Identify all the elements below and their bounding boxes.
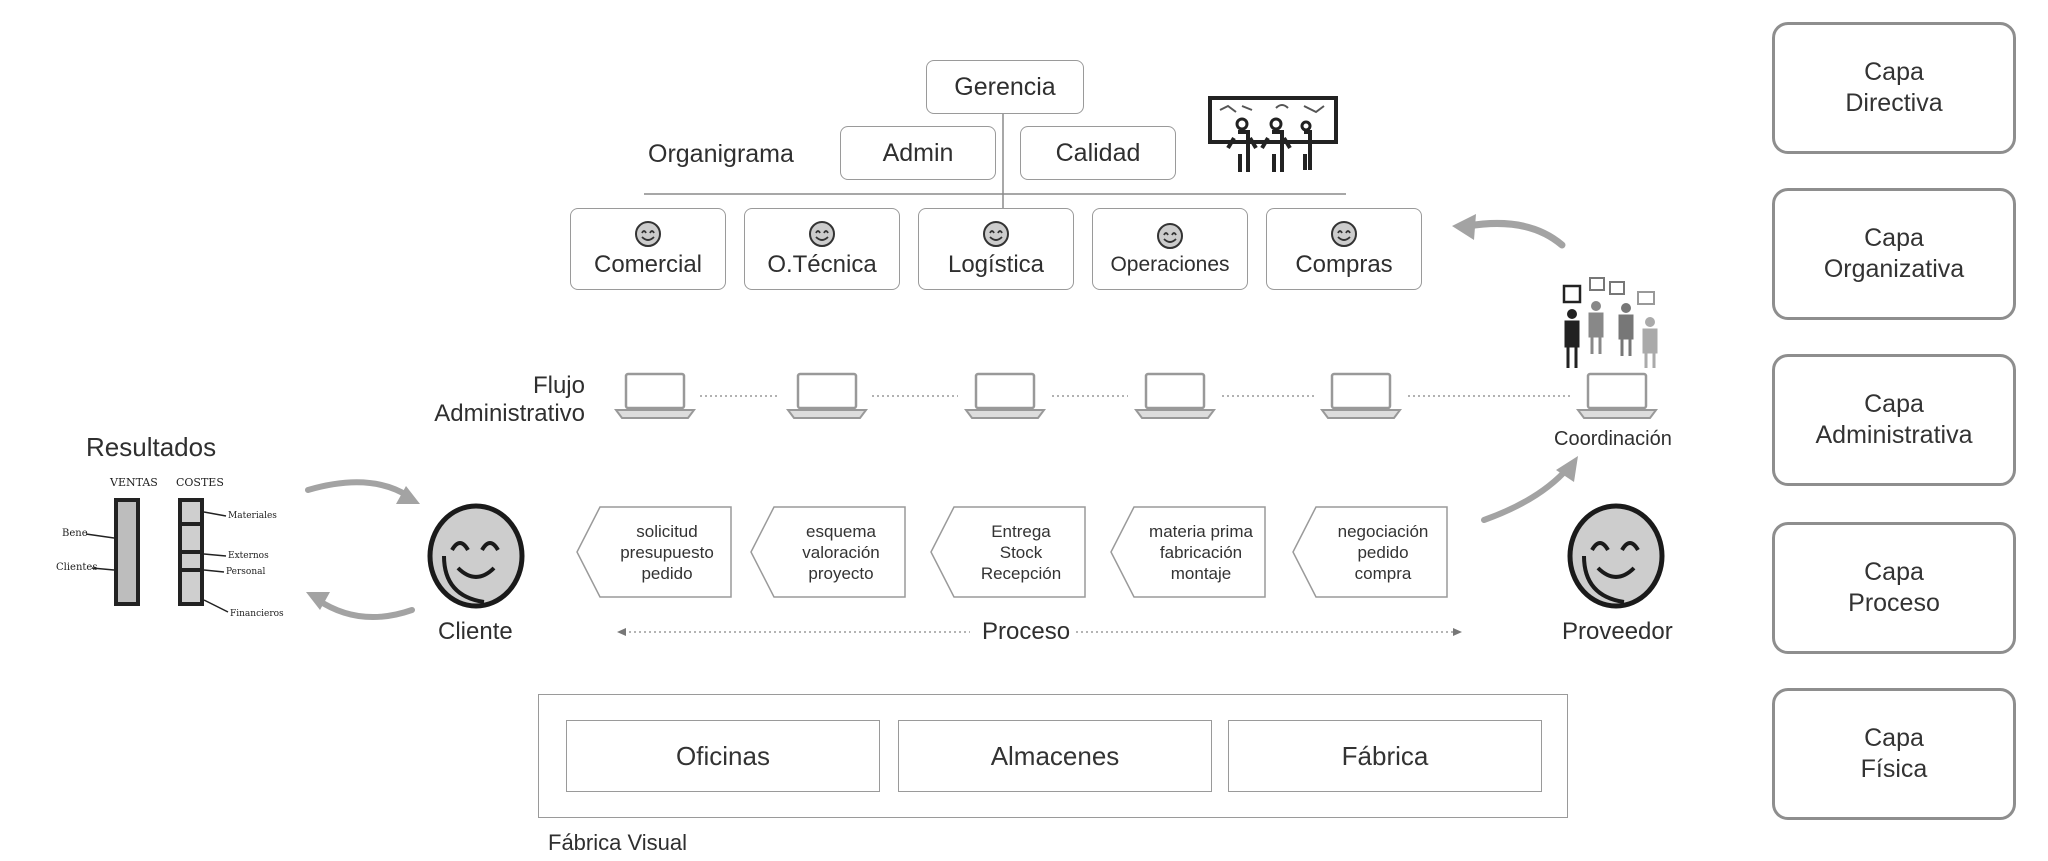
- process-step: esquema valoración proyecto: [750, 506, 906, 598]
- sketch-word: VENTAS: [109, 476, 158, 489]
- client-label: Cliente: [438, 618, 513, 645]
- step-line: solicitud: [636, 521, 698, 541]
- smiley-icon: [1157, 223, 1183, 249]
- process-step: Entrega Stock Recepción: [930, 506, 1086, 598]
- gerencia-box: Gerencia: [926, 60, 1084, 114]
- results-title: Resultados: [86, 432, 217, 462]
- supplier-label: Proveedor: [1562, 618, 1673, 645]
- process-step: negociación pedido compra: [1292, 506, 1448, 598]
- step-line: esquema: [806, 521, 876, 541]
- dept-label: Operaciones: [1110, 253, 1230, 276]
- area-label: Almacenes: [990, 740, 1120, 771]
- physical-area-almacenes: Almacenes: [898, 720, 1212, 792]
- dept-operaciones: Operaciones: [1092, 208, 1248, 290]
- team-meeting-icon: [1208, 96, 1338, 172]
- chevron-shape: [750, 506, 906, 598]
- layer-fisica: Capa Física: [1772, 688, 2016, 820]
- coordination-label: Coordinación: [1554, 428, 1672, 450]
- step-line: Entrega: [991, 521, 1051, 541]
- step-line: materia prima: [1149, 521, 1253, 541]
- layer-administrativa: Capa Administrativa: [1772, 354, 2016, 486]
- admin-flow-label-1: Flujo: [532, 372, 585, 399]
- sketch-word: Financieros: [230, 609, 284, 619]
- chevron-shape: [576, 506, 732, 598]
- area-label: Oficinas: [676, 740, 770, 771]
- layer-line: Capa: [1864, 558, 1924, 586]
- step-line: negociación: [1337, 521, 1429, 541]
- admin-label: Admin: [882, 138, 954, 167]
- laptop-icon: [964, 372, 1046, 419]
- supplier-face-icon: [1567, 503, 1665, 609]
- step-line: presupuesto: [620, 542, 714, 562]
- step-line: proyecto: [808, 563, 874, 583]
- step-line: pedido: [641, 563, 693, 583]
- step-line: Recepción: [980, 563, 1062, 583]
- sketch-word: Bene: [62, 528, 88, 539]
- laptop-icon: [1320, 372, 1402, 419]
- admin-box: Admin: [840, 126, 996, 180]
- coordination-people-icon: [1562, 277, 1658, 368]
- smiley-icon: [635, 221, 661, 247]
- admin-flow-label-2: Administrativo: [434, 400, 585, 427]
- sketch-word: Externos: [228, 551, 269, 561]
- step-line: valoración: [802, 542, 880, 562]
- results-sketch: VENTAS COSTES Bene Clientes Materiales E…: [56, 476, 284, 619]
- dept-label: Compras: [1295, 251, 1393, 278]
- sketch-word: Personal: [226, 567, 265, 577]
- physical-frame: [538, 694, 1568, 818]
- layer-line: Organizativa: [1823, 255, 1965, 283]
- sketch-word: COSTES: [176, 476, 224, 489]
- process-step: materia prima fabricación montaje: [1110, 506, 1266, 598]
- step-line: compra: [1354, 563, 1412, 583]
- layer-proceso: Capa Proceso: [1772, 522, 2016, 654]
- physical-area-fabrica: Fábrica: [1228, 720, 1542, 792]
- dept-label: Logística: [947, 251, 1045, 278]
- layer-line: Directiva: [1845, 89, 1943, 117]
- calidad-label: Calidad: [1055, 138, 1141, 167]
- sketch-word: Materiales: [228, 511, 277, 521]
- layer-line: Capa: [1864, 224, 1924, 252]
- client-face-icon: [427, 503, 525, 609]
- layer-directiva: Capa Directiva: [1772, 22, 2016, 154]
- step-line: montaje: [1170, 563, 1232, 583]
- layer-line: Capa: [1864, 724, 1924, 752]
- dept-label: Comercial: [593, 251, 703, 278]
- laptop-icon: [1576, 372, 1658, 419]
- dept-compras: Compras: [1266, 208, 1422, 290]
- dept-label: O.Técnica: [767, 251, 877, 278]
- layer-organizativa: Capa Organizativa: [1772, 188, 2016, 320]
- dept-comercial: Comercial: [570, 208, 726, 290]
- area-label: Fábrica: [1341, 740, 1429, 771]
- process-step: solicitud presupuesto pedido: [576, 506, 732, 598]
- physical-caption: Fábrica Visual: [548, 830, 687, 855]
- chevron-shape: [930, 506, 1086, 598]
- sketch-word: Clientes: [56, 562, 97, 573]
- layer-line: Capa: [1864, 390, 1924, 418]
- layer-line: Capa: [1864, 58, 1924, 86]
- step-line: Stock: [999, 542, 1043, 562]
- process-label: Proceso: [978, 618, 1075, 646]
- smiley-icon: [809, 221, 835, 247]
- laptop-icon: [786, 372, 868, 419]
- dept-logistica: Logística: [918, 208, 1074, 290]
- layer-line: Física: [1860, 755, 1928, 783]
- step-line: fabricación: [1159, 542, 1243, 562]
- layer-line: Proceso: [1848, 589, 1940, 617]
- physical-area-oficinas: Oficinas: [566, 720, 880, 792]
- laptop-icon: [1134, 372, 1216, 419]
- gerencia-label: Gerencia: [954, 72, 1056, 101]
- chevron-shape: [1292, 506, 1448, 598]
- smiley-icon: [983, 221, 1009, 247]
- organigrama-label: Organigrama: [648, 140, 794, 168]
- layer-line: Administrativa: [1815, 421, 1973, 449]
- step-line: pedido: [1357, 542, 1409, 562]
- smiley-icon: [1331, 221, 1357, 247]
- dept-otecnica: O.Técnica: [744, 208, 900, 290]
- chevron-shape: [1110, 506, 1266, 598]
- laptop-icon: [614, 372, 696, 419]
- calidad-box: Calidad: [1020, 126, 1176, 180]
